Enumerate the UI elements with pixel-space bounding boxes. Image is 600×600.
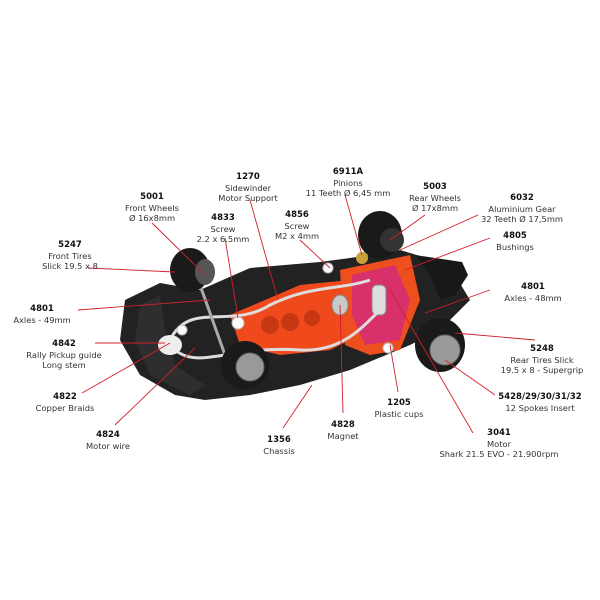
part-desc: 12 Spokes Insert <box>505 402 575 413</box>
part-desc: 11 Teeth Ø 6,45 mm <box>305 188 391 198</box>
part-desc: Rally Pickup guide <box>26 349 102 360</box>
part-desc: Bushings <box>496 241 534 252</box>
part-code: 4822 <box>53 392 77 402</box>
part-desc: Screw <box>210 223 236 234</box>
part-desc: Motor wire <box>85 440 131 451</box>
part-desc: Magnet <box>327 430 359 441</box>
part-code: 4856 <box>285 210 309 220</box>
wires <box>168 278 382 360</box>
part-code: 4801 <box>30 304 54 314</box>
part-code: 3041 <box>487 428 511 438</box>
part-desc: Plastic cups <box>374 408 424 419</box>
part-desc: M2 x 4mm <box>274 231 320 241</box>
part-desc: Aluminium Gear <box>488 203 556 214</box>
part-code: 1270 <box>236 172 260 182</box>
part-code: 4833 <box>211 213 235 223</box>
leader-lines <box>77 194 536 434</box>
part-code: 6911A <box>332 167 364 177</box>
part-desc: Axles - 49mm <box>13 314 71 325</box>
part-desc: Ø 16x8mm <box>128 213 176 223</box>
part-desc: Chassis <box>263 445 295 456</box>
part-code: 5003 <box>423 182 447 192</box>
front-axle <box>198 284 227 356</box>
part-desc: Sidewinder <box>224 182 272 193</box>
part-desc: 2.2 x 6.5mm <box>196 234 250 244</box>
part-desc: Pinions <box>333 177 363 188</box>
part-desc: Front Wheels <box>125 202 179 213</box>
part-code: 5001 <box>140 192 164 202</box>
part-desc: Long stem <box>42 360 86 370</box>
part-desc: Front Tires <box>48 250 92 261</box>
part-desc: Axles - 48mm <box>504 292 562 303</box>
part-code: 5248 <box>530 344 554 354</box>
part-code: 4828 <box>331 420 355 430</box>
part-desc: Rear Tires Slick <box>510 354 574 365</box>
part-code: 4801 <box>521 282 545 292</box>
part-code: 5247 <box>58 240 82 250</box>
part-code: 4805 <box>503 231 527 241</box>
part-desc: 19.5 x 8 - Supergrip <box>500 365 584 375</box>
part-desc: Rear Wheels <box>409 192 461 203</box>
part-code: 4842 <box>52 339 76 349</box>
part-code: 1356 <box>267 435 291 445</box>
part-desc: Screw <box>284 220 310 231</box>
part-desc: Copper Braids <box>35 402 95 413</box>
part-desc: Slick 19.5 x 8 <box>42 261 98 271</box>
part-code: 4824 <box>96 430 120 440</box>
part-desc: Shark 21.5 EVO - 21.900rpm <box>439 449 559 459</box>
part-code: 5428/29/30/31/32 <box>498 392 582 402</box>
part-desc: 32 Teeth Ø 17,5mm <box>480 214 564 224</box>
part-code: 6032 <box>510 193 534 203</box>
part-desc: Motor Support <box>218 193 278 203</box>
wheels <box>170 211 465 389</box>
part-desc: Ø 17x8mm <box>411 203 459 213</box>
part-desc: Motor <box>487 438 511 449</box>
part-code: 1205 <box>387 398 411 408</box>
